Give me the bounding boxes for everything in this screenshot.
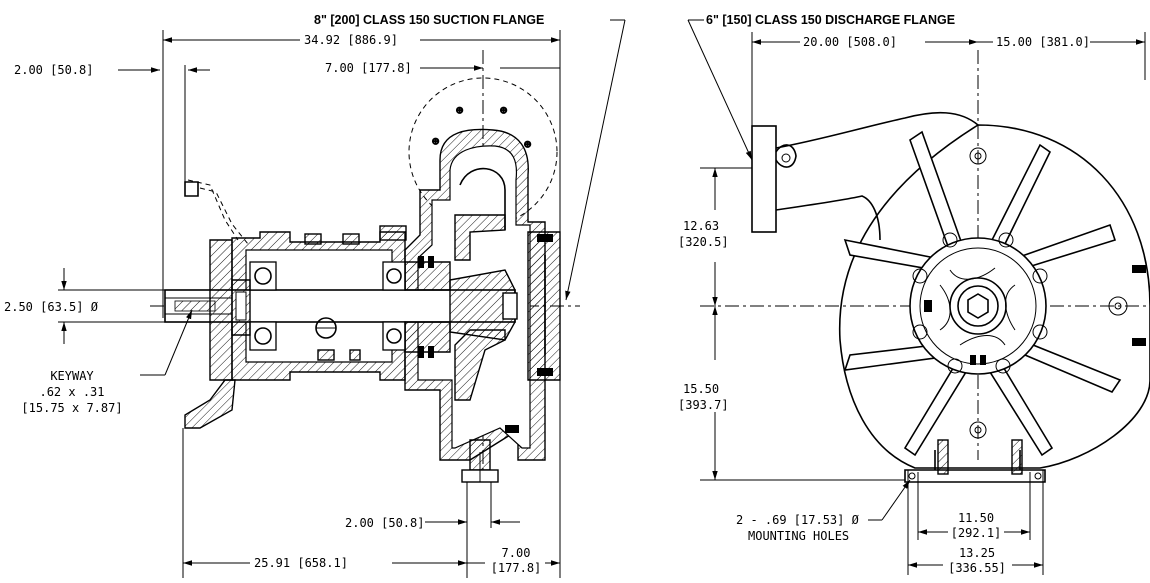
side-section-view: ⊕ ⊕ ⊕ ⊕ ⊕ ⊕ — [58, 19, 626, 578]
foot-to-face-metric: [177.8] — [491, 561, 542, 575]
discharge-height-metric: [320.5] — [678, 235, 729, 249]
center-height-dim: 15.50 — [683, 382, 719, 396]
base-width-dim: 13.25 — [959, 546, 995, 560]
shaft-diameter-dim: 2.50 [63.5] Ø — [4, 300, 99, 314]
center-to-right-dim: 15.00 [381.0] — [996, 35, 1090, 49]
dimension-labels: 8" [200] CLASS 150 SUCTION FLANGE 34.92 … — [4, 13, 1090, 575]
keyway-metric: [15.75 x 7.87] — [21, 401, 122, 415]
svg-text:⊕: ⊕ — [524, 137, 531, 151]
foot-to-foot-dim: 25.91 [658.1] — [254, 556, 348, 570]
shaft-extension-dim: 2.00 [50.8] — [14, 63, 93, 77]
bolt-lugs — [912, 147, 1128, 439]
keyway-size: .62 x .31 — [39, 385, 104, 399]
mounting-holes-label: 2 - .69 [17.53] Ø — [736, 513, 860, 527]
suction-flange-label: 8" [200] CLASS 150 SUCTION FLANGE — [314, 13, 544, 27]
svg-text:⊕: ⊕ — [500, 103, 507, 117]
keyway-title: KEYWAY — [50, 369, 94, 383]
mounting-holes-sublabel: MOUNTING HOLES — [748, 529, 849, 543]
center-height-metric: [393.7] — [678, 398, 729, 412]
discharge-flange-label: 6" [150] CLASS 150 DISCHARGE FLANGE — [706, 13, 955, 27]
overall-length-dim: 34.92 [886.9] — [304, 33, 398, 47]
suction-offset-dim: 7.00 [177.8] — [325, 61, 412, 75]
bolt-spacing-metric: [292.1] — [951, 526, 1002, 540]
svg-text:⊕: ⊕ — [456, 103, 463, 117]
foot-to-face-dim: 7.00 — [502, 546, 531, 560]
outboard-bearing — [249, 261, 277, 351]
svg-text:⊕: ⊕ — [432, 134, 439, 148]
foot-width-dim: 2.00 [50.8] — [345, 516, 424, 530]
discharge-height-dim: 12.63 — [683, 219, 719, 233]
bolt-spacing-dim: 11.50 — [958, 511, 994, 525]
base-width-metric: [336.55] — [948, 561, 1006, 575]
discharge-to-center-dim: 20.00 [508.0] — [803, 35, 897, 49]
end-view — [687, 19, 1150, 575]
